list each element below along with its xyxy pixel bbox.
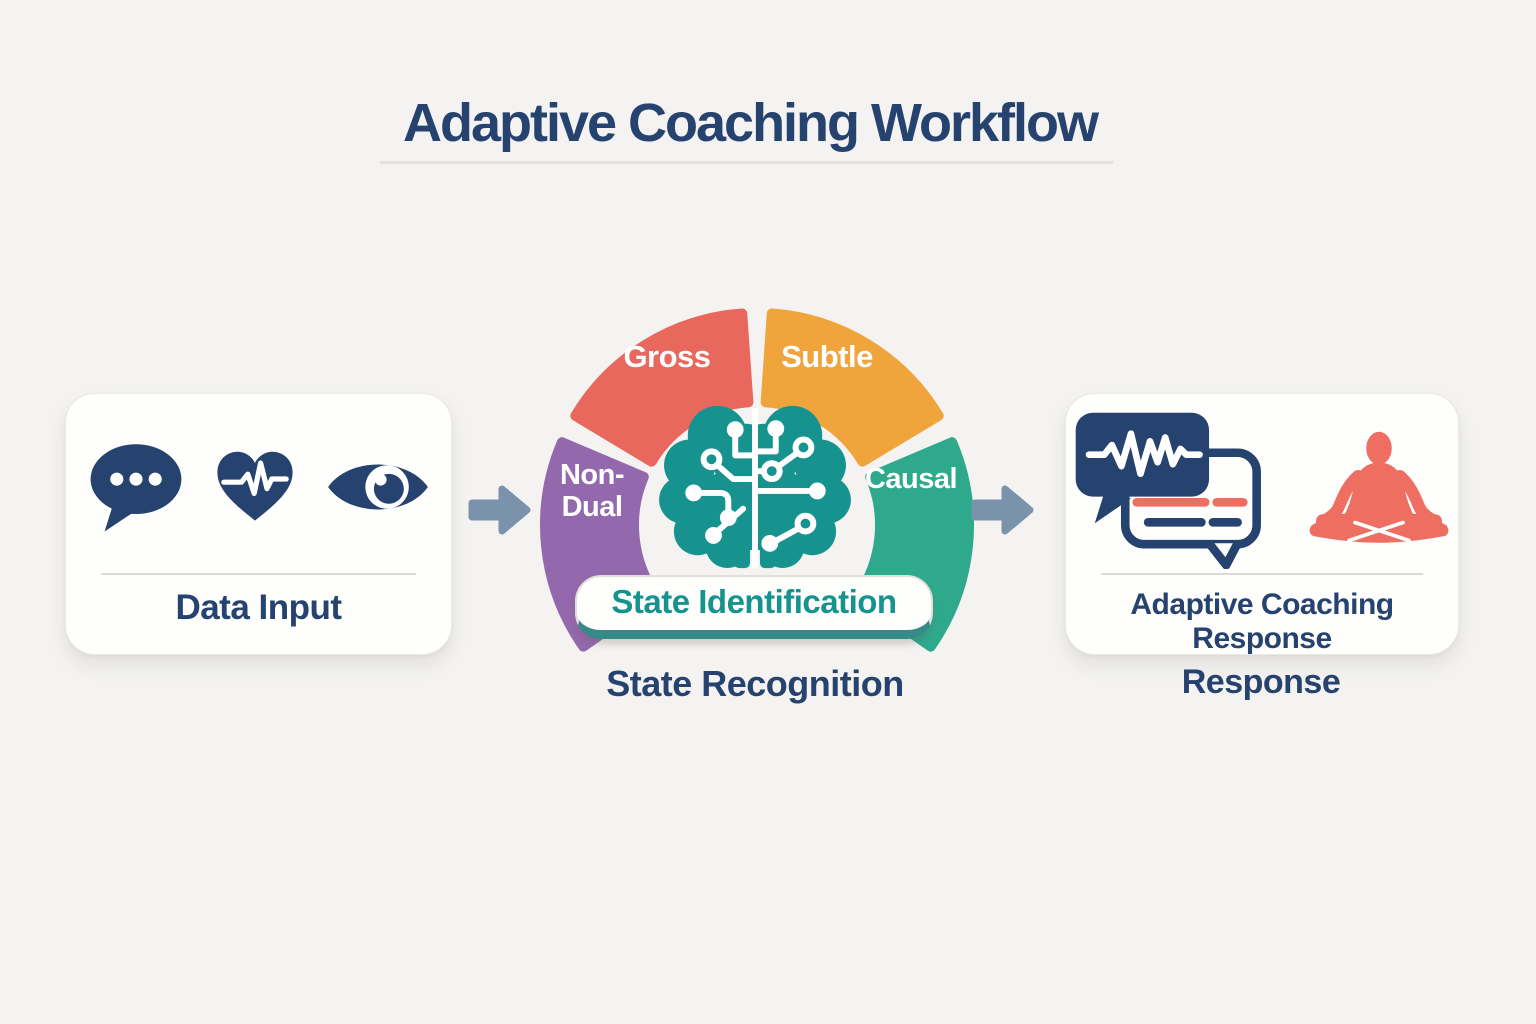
meditation-icon bbox=[1309, 431, 1449, 543]
chat-dots-icon bbox=[90, 444, 181, 532]
data-input-label: Data Input bbox=[175, 588, 342, 627]
arc-segment-gross bbox=[570, 308, 754, 467]
segment-label-causal: Causal bbox=[864, 463, 958, 495]
state-identification-label: State Identification bbox=[611, 582, 897, 620]
response-divider bbox=[1101, 573, 1423, 575]
response-icons bbox=[1066, 412, 1458, 569]
flow-arrow-icon bbox=[971, 485, 1034, 535]
state-recognition-caption: State Recognition bbox=[606, 663, 904, 704]
state-identification-badge: State Identification bbox=[575, 575, 933, 639]
segment-label-subtle: Subtle bbox=[781, 339, 873, 374]
data-input-divider bbox=[100, 573, 417, 575]
segment-label-nondual: Non-Dual bbox=[559, 459, 625, 523]
data-input-icons bbox=[66, 432, 451, 542]
data-input-card: Data Input bbox=[65, 393, 452, 655]
coaching-chat-icon bbox=[1075, 412, 1261, 569]
page-title: Adaptive Coaching Workflow bbox=[402, 93, 1099, 153]
response-card-label: Adaptive Coaching Response bbox=[1130, 588, 1394, 655]
response-card: Adaptive Coaching Response bbox=[1065, 393, 1459, 655]
segment-label-gross: Gross bbox=[623, 339, 711, 374]
brain-circuit-icon bbox=[659, 405, 851, 569]
heart-pulse-icon bbox=[216, 451, 293, 521]
flow-arrow-icon bbox=[468, 485, 531, 535]
title-divider bbox=[380, 161, 1113, 164]
eye-icon bbox=[327, 464, 428, 510]
response-caption: Response bbox=[1181, 663, 1341, 701]
